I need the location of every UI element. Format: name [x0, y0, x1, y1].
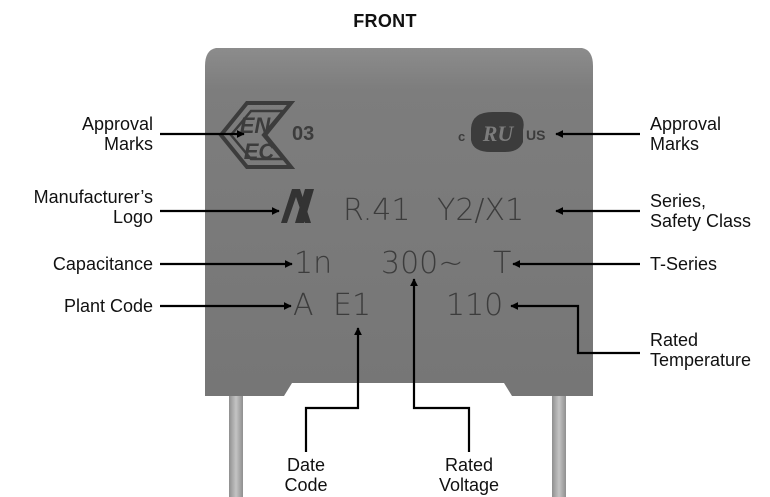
label-plant-code: Plant Code	[63, 296, 153, 316]
right-lead	[552, 393, 566, 497]
marking-series-code: R.41	[343, 193, 411, 228]
marking-capacitance: 1n	[294, 246, 333, 281]
enec-mark-icon: EN EC	[218, 101, 296, 169]
marking-temperature: 110	[446, 288, 504, 323]
svg-text:EC: EC	[244, 139, 276, 164]
label-approval-marks-left: Approval Marks	[81, 114, 153, 154]
left-lead	[229, 393, 243, 497]
manufacturer-logo-icon	[281, 189, 314, 223]
label-series-safety-class: Series, Safety Class	[650, 191, 752, 231]
ul-mark-icon: RU	[471, 112, 524, 152]
marking-plant: A	[293, 288, 314, 323]
marking-voltage: 300~	[381, 246, 464, 281]
marking-safety-class: Y2/X1	[437, 193, 525, 228]
label-date-code: Date Code	[284, 455, 328, 495]
label-approval-marks-right: Approval Marks	[650, 114, 722, 154]
label-rated-voltage: Rated Voltage	[438, 455, 500, 495]
label-capacitance: Capacitance	[52, 254, 153, 274]
marking-date: E1	[333, 288, 372, 323]
svg-text:RU: RU	[482, 121, 515, 146]
label-rated-temperature: Rated Temperature	[650, 330, 752, 370]
arrow-rated-voltage	[410, 278, 471, 452]
ul-us-mark: US	[526, 127, 546, 143]
label-manufacturer-logo: Manufacturer’s Logo	[33, 187, 153, 227]
page-title: FRONT	[353, 11, 417, 31]
ul-c-mark: c	[458, 129, 466, 144]
arrow-rated-temperature	[510, 302, 640, 355]
arrow-date-code	[304, 327, 362, 452]
enec-number: 03	[292, 123, 315, 145]
marking-t: T	[493, 246, 512, 281]
label-t-series: T-Series	[650, 254, 718, 274]
svg-text:EN: EN	[240, 113, 272, 138]
